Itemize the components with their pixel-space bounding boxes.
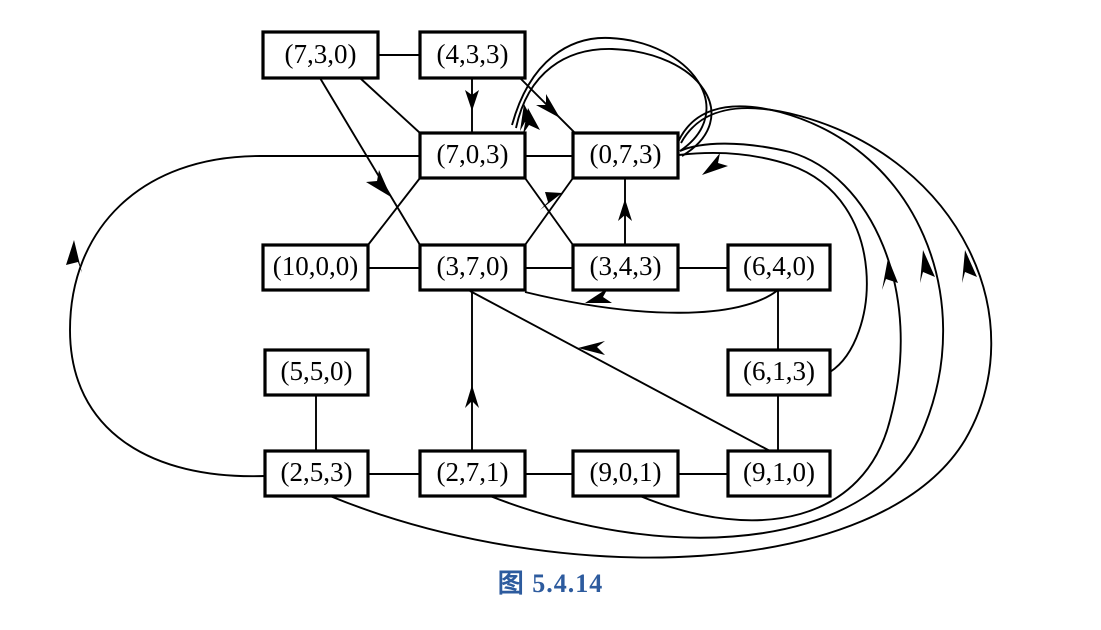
node-label-10-0-0: (10,0,0)	[273, 251, 358, 281]
edge-7-3-0--7-0-3	[359, 77, 421, 134]
node-label-3-7-0: (3,7,0)	[437, 251, 509, 281]
node-4-3-3[interactable]: (4,3,3)	[418, 30, 527, 80]
node-label-5-5-0: (5,5,0)	[281, 356, 353, 386]
node-label-6-4-0: (6,4,0)	[743, 251, 815, 281]
node-6-1-3[interactable]: (6,1,3)	[726, 348, 832, 397]
arrowhead-9-1-0--3-7-0	[578, 341, 605, 355]
node-label-6-1-3: (6,1,3)	[743, 356, 815, 386]
arrowhead-2-7-1--3-7-0	[465, 385, 479, 408]
figure-caption-cn: 图	[497, 569, 525, 599]
edge-6-4-0--3-7-0	[524, 289, 779, 314]
node-label-9-0-1: (9,0,1)	[590, 457, 662, 487]
edge-7-0-3--10-0-0	[367, 177, 421, 246]
arrowhead-6-1-3--0-7-3	[702, 153, 728, 175]
node-label-7-3-0: (7,3,0)	[285, 39, 357, 69]
edge-7-3-0--3-7-0	[319, 77, 421, 246]
figure-caption-number: 5.4.14	[532, 569, 604, 598]
edge-2-5-3--7-0-3	[69, 155, 420, 478]
arrowhead-7-3-0--3-7-0	[366, 170, 391, 197]
node-3-7-0[interactable]: (3,7,0)	[418, 243, 527, 292]
edge-9-0-1--0-7-3-inner	[639, 142, 902, 522]
node-3-4-3[interactable]: (3,4,3)	[571, 243, 680, 292]
arrowhead-4-3-3--7-0-3-diag	[536, 94, 560, 118]
arrowhead-3-7-0--0-7-3	[540, 192, 562, 210]
node-6-4-0[interactable]: (6,4,0)	[726, 243, 832, 292]
arrowhead-2-7-1--0-7-3-mid	[920, 250, 935, 283]
nodes-layer: (7,3,0) (4,3,3) (7,0,3) (0,7,3) (10,0,0)	[261, 30, 832, 498]
node-label-3-4-3: (3,4,3)	[590, 251, 662, 281]
node-label-4-3-3: (4,3,3)	[437, 39, 509, 69]
node-9-1-0[interactable]: (9,1,0)	[726, 449, 832, 498]
edge-4-3-3--7-0-3-top-inner	[515, 48, 713, 157]
node-label-9-1-0: (9,1,0)	[743, 457, 815, 487]
edge-0-7-3--7-0-3-top-outer	[511, 37, 708, 152]
node-0-7-3[interactable]: (0,7,3)	[571, 131, 680, 180]
edge-2-7-1--0-7-3-mid	[489, 105, 945, 539]
node-label-7-0-3: (7,0,3)	[437, 139, 509, 169]
node-2-7-1[interactable]: (2,7,1)	[418, 449, 527, 498]
edge-9-1-0--3-7-0	[469, 290, 771, 452]
arrowhead-2-5-3--7-0-3	[66, 240, 82, 273]
node-2-5-3[interactable]: (2,5,3)	[263, 449, 370, 498]
arrowhead-4-3-3--7-0-3	[465, 90, 479, 111]
edge-3-7-0--0-7-3	[524, 177, 574, 246]
node-7-3-0[interactable]: (7,3,0)	[261, 30, 380, 80]
arrowhead-6-4-0--3-7-0	[585, 288, 612, 303]
node-10-0-0[interactable]: (10,0,0)	[261, 243, 370, 292]
arrowhead-2-5-3--0-7-3-outer	[962, 250, 977, 283]
edges-layer	[66, 37, 993, 559]
node-5-5-0[interactable]: (5,5,0)	[263, 348, 370, 397]
node-label-0-7-3: (0,7,3)	[590, 139, 662, 169]
node-label-2-5-3: (2,5,3)	[281, 457, 353, 487]
edge-6-1-3--0-7-3	[678, 151, 868, 373]
node-7-0-3[interactable]: (7,0,3)	[418, 131, 527, 180]
figure-caption: 图 5.4.14	[0, 563, 1101, 600]
arrowhead-3-4-3--0-7-3	[618, 199, 632, 221]
node-label-2-7-1: (2,7,1)	[437, 457, 509, 487]
node-9-0-1[interactable]: (9,0,1)	[571, 449, 680, 498]
arrowhead-4-3-3--7-0-3-top-inner	[523, 108, 540, 134]
arrowhead-9-0-1--0-7-3-inner	[882, 258, 898, 290]
